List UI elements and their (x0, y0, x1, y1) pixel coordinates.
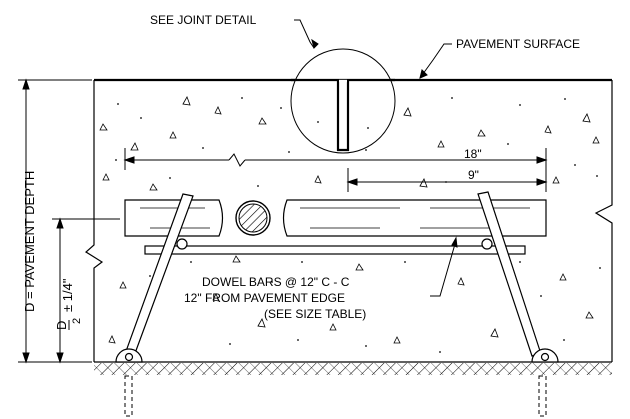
dowel-leader (430, 236, 458, 297)
dimension-18-label: 18" (464, 147, 482, 161)
joint-detail-callout (290, 48, 396, 154)
half-depth-label: D 2 ± 1/4" (54, 278, 83, 330)
pavement-depth-label: D = PAVEMENT DEPTH (22, 171, 37, 312)
pavement-depth-dimension (18, 78, 92, 364)
half-depth-tolerance: ± 1/4" (60, 278, 75, 312)
support-rail (144, 238, 526, 255)
concrete-dots (115, 97, 601, 353)
pavement-surface-label: PAVEMENT SURFACE (456, 37, 580, 51)
bar-cross-section (235, 200, 271, 236)
dowel-label-line2: 12" FROM PAVEMENT EDGE (184, 291, 345, 305)
half-depth-div: 2 (71, 318, 83, 324)
dowel-label-line3: (SEE SIZE TABLE) (264, 307, 366, 321)
dimension-9 (346, 168, 548, 192)
dimension-18 (123, 148, 548, 192)
basket-legs (124, 191, 542, 357)
leaders-top (294, 19, 452, 79)
dimension-9-label: 9" (468, 168, 479, 182)
see-joint-detail-label: SEE JOINT DETAIL (150, 13, 257, 27)
subbase-hatch (94, 363, 612, 375)
half-depth-D: D (54, 321, 69, 330)
stakes (124, 375, 547, 417)
dowel-label-line1: DOWEL BARS @ 12" C - C (202, 275, 350, 289)
leg-feet (115, 348, 559, 363)
half-depth-dimension (52, 217, 120, 364)
